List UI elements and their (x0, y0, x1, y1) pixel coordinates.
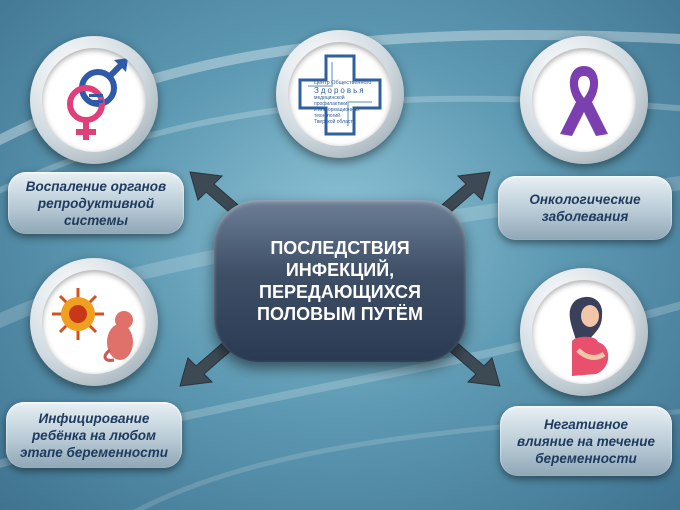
virus-fetus-icon (52, 288, 133, 362)
pregnant-woman-icon (569, 296, 609, 376)
label-line: репродуктивной (37, 195, 155, 211)
label-pregnancy-impact: Негативное влияние на течение беременнос… (500, 406, 672, 476)
logo-line-4: и информационных технологий (314, 107, 360, 119)
cancer-ribbon-icon (560, 66, 608, 136)
logo-line-1: Центр Общественного (314, 80, 372, 86)
logo-text: Центр Общественного Здоровья медицинской… (314, 80, 376, 125)
logo-circle: Центр Общественного Здоровья медицинской… (276, 30, 404, 158)
label-reproductive-inflammation: Воспаление органов репродуктивной систем… (8, 172, 184, 234)
icon-circle-reproductive (30, 36, 158, 164)
center-title-box: ПОСЛЕДСТВИЯ ИНФЕКЦИЙ, ПЕРЕДАЮЩИХСЯ ПОЛОВ… (214, 200, 466, 362)
label-line: Воспаление органов (25, 178, 167, 194)
label-line: беременности (535, 450, 637, 466)
label-line: Негативное (543, 416, 629, 432)
center-title-line-4: ПОЛОВЫМ ПУТЁМ (257, 304, 423, 324)
label-line: системы (63, 212, 129, 228)
gender-symbols-icon (67, 58, 128, 140)
label-line: Онкологические (529, 192, 641, 207)
icon-circle-infection (30, 258, 158, 386)
center-title-line-2: ИНФЕКЦИЙ, (285, 260, 395, 280)
label-oncology: Онкологические заболевания (498, 176, 672, 240)
label-child-infection: Инфицирование ребёнка на любом этапе бер… (6, 402, 182, 468)
logo-line-5: Тверской области (314, 119, 356, 125)
label-line: Инфицирование (38, 410, 150, 426)
center-title-line-1: ПОСЛЕДСТВИЯ (270, 238, 410, 258)
center-title: ПОСЛЕДСТВИЯ ИНФЕКЦИЙ, ПЕРЕДАЮЩИХСЯ ПОЛОВ… (240, 237, 440, 325)
label-line: заболевания (541, 209, 629, 224)
label-line: влияние на течение (516, 433, 656, 449)
icon-circle-pregnancy (520, 268, 648, 396)
logo-line-3: медицинской профилактики (314, 95, 348, 107)
medical-cross-logo-icon (298, 54, 382, 136)
label-line: ребёнка на любом (31, 427, 157, 443)
label-line: этапе беременности (20, 444, 168, 460)
icon-circle-oncology (520, 36, 648, 164)
logo-line-2: Здоровья (314, 86, 366, 95)
center-title-line-3: ПЕРЕДАЮЩИХСЯ (259, 282, 421, 302)
